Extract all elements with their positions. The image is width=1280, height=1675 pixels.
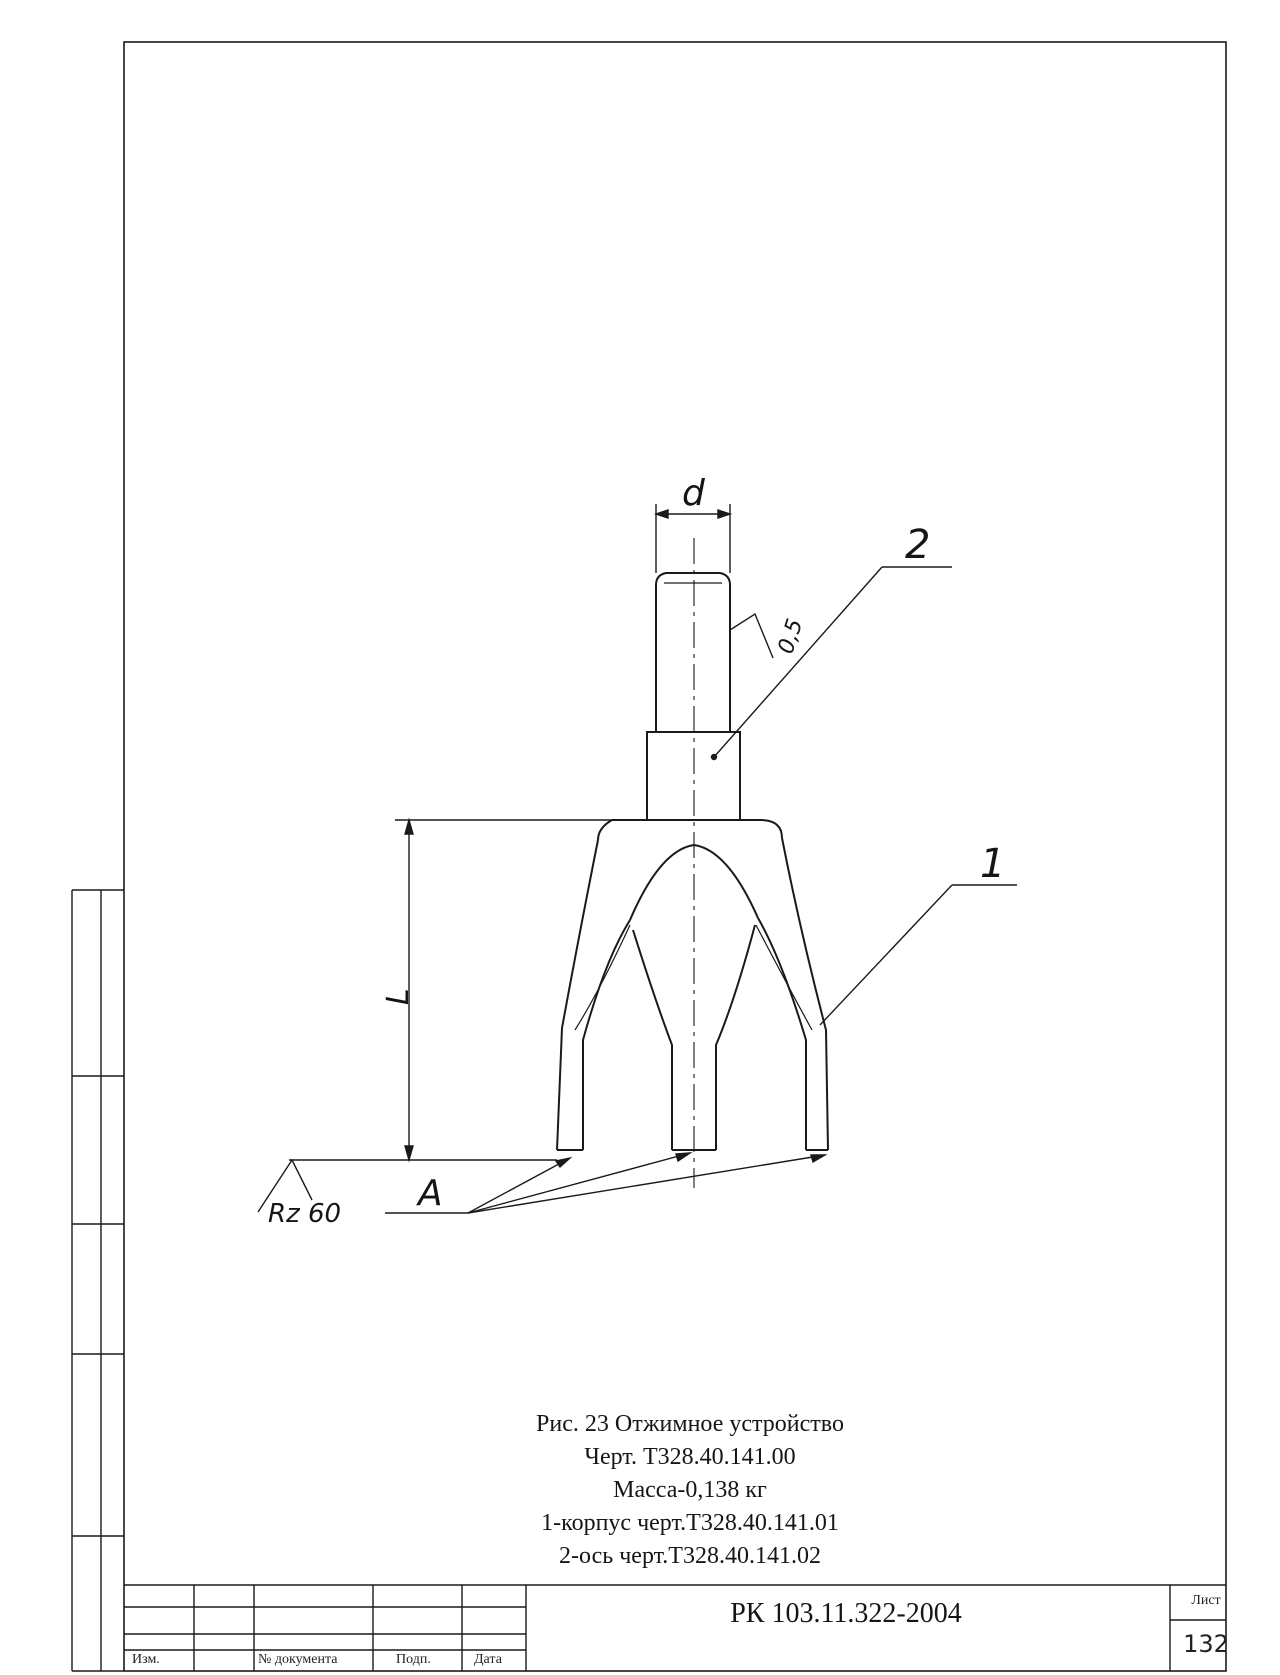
part-body — [556, 819, 829, 1151]
title-block-col-sign: Подп. — [396, 1652, 431, 1667]
label-roughness: Rz 60 — [268, 1199, 341, 1229]
caption-mass: Масса-0,138 кг — [613, 1477, 767, 1503]
title-block-grid — [124, 1584, 1226, 1671]
dimension-l — [289, 817, 612, 1163]
label-length: L — [381, 988, 416, 1005]
roughness-mark — [257, 1158, 313, 1213]
side-strip — [71, 889, 124, 1672]
document-number: РК 103.11.322-2004 — [730, 1598, 962, 1629]
sheet-label: Лист — [1191, 1593, 1221, 1608]
label-chamfer: 0,5 — [774, 616, 809, 657]
label-callout-1: 1 — [980, 841, 1005, 887]
label-datum: A — [416, 1173, 443, 1214]
caption-part-1: 1-корпус черт.Т328.40.141.01 — [541, 1510, 839, 1536]
drawing-frame — [123, 41, 1227, 1672]
callout-1-leader — [819, 884, 1017, 1026]
title-block-col-doc: № документа — [258, 1652, 338, 1667]
chamfer-leader — [729, 612, 774, 659]
callout-2-leader — [710, 566, 952, 761]
sheet-number: 132 — [1183, 1630, 1229, 1658]
title-block-col-date: Дата — [474, 1652, 502, 1667]
label-d: d — [682, 473, 706, 514]
caption-part-2: 2-ось черт.Т328.40.141.02 — [559, 1543, 821, 1569]
caption-drawing-number: Черт. Т328.40.141.00 — [584, 1444, 796, 1470]
caption-title: Рис. 23 Отжимное устройство — [536, 1411, 844, 1437]
label-callout-2: 2 — [905, 522, 930, 568]
title-block-col-izm: Изм. — [132, 1652, 160, 1667]
dimension-d — [653, 504, 733, 573]
datum-a-leaders — [385, 1152, 828, 1214]
